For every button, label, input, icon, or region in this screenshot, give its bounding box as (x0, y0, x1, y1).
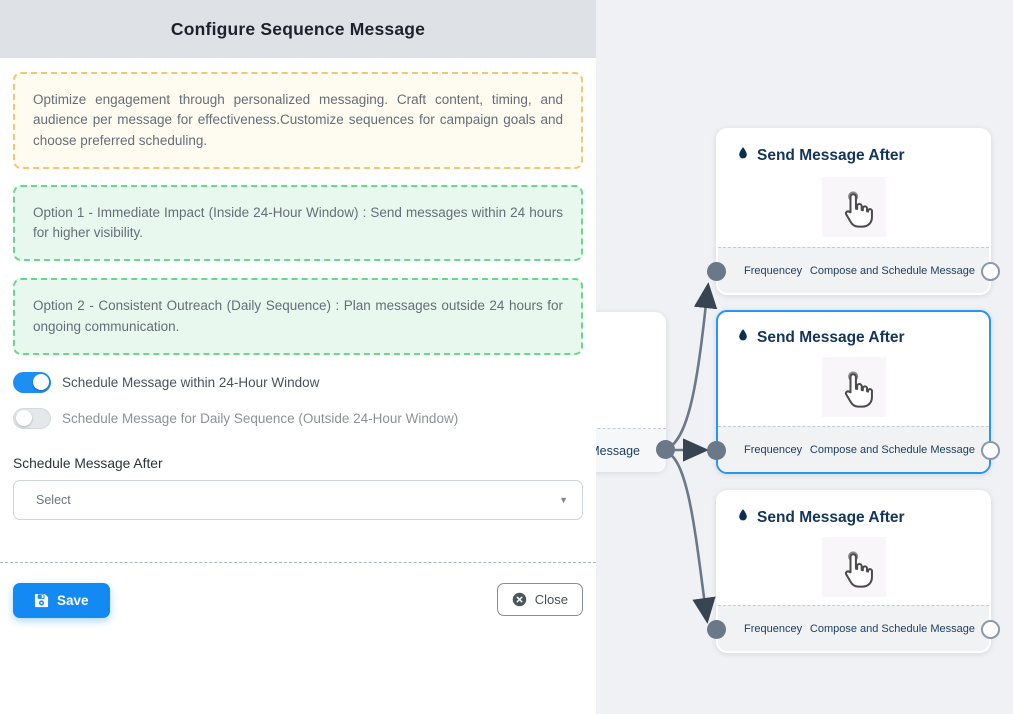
panel-footer: Save Close (0, 563, 596, 618)
node-body (718, 528, 989, 605)
frequency-port-label: Frequencey (744, 622, 803, 635)
compose-port-label: Compose and Schedule Message (809, 443, 975, 456)
frequency-port-label: Frequencey (744, 264, 803, 277)
node-output-port[interactable] (981, 441, 1000, 460)
close-icon (512, 592, 527, 607)
node-title-row: Send Message After (718, 312, 989, 348)
select-placeholder: Select (36, 492, 71, 507)
tap-hand-icon[interactable] (821, 357, 886, 417)
source-node-partial[interactable]: ce Message (596, 312, 675, 472)
close-button-label: Close (534, 591, 568, 607)
tap-hand-icon[interactable] (821, 536, 886, 597)
toggle-within-24hr[interactable] (13, 371, 51, 393)
close-button[interactable]: Close (496, 582, 583, 616)
chevron-down-icon: ▼ (559, 494, 568, 505)
toggle-row-daily: Schedule Message for Daily Sequence (Out… (13, 407, 583, 429)
toggle-knob (16, 410, 32, 427)
node-title-row: Send Message After (718, 492, 989, 528)
divider (0, 561, 596, 563)
panel-body: Optimize engagement through personalized… (0, 58, 596, 520)
source-output-port[interactable] (656, 440, 675, 459)
drop-icon (736, 327, 750, 348)
node-bar: Frequencey Compose and Schedule Message (718, 426, 989, 472)
option-1-note: Option 1 - Immediate Impact (Inside 24-H… (13, 184, 583, 262)
node-bar: Frequencey Compose and Schedule Message (718, 605, 989, 651)
drop-icon (736, 145, 750, 166)
save-icon (34, 593, 49, 608)
send-message-node-2-selected[interactable]: Send Message After Frequencey Compose an… (707, 310, 1000, 474)
node-body (718, 166, 989, 247)
node-title: Send Message After (757, 328, 905, 346)
flow-canvas[interactable]: ce Message Send Message After Frequencey… (596, 0, 1013, 714)
node-input-port[interactable] (707, 441, 726, 460)
node-title: Send Message After (757, 508, 905, 526)
save-button[interactable]: Save (13, 582, 110, 618)
configure-panel: Configure Sequence Message Optimize enga… (0, 0, 596, 618)
schedule-after-label: Schedule Message After (13, 455, 163, 471)
panel-header: Configure Sequence Message (0, 0, 596, 58)
tap-hand-icon[interactable] (821, 176, 886, 237)
info-note: Optimize engagement through personalized… (13, 72, 583, 169)
page-title: Configure Sequence Message (170, 18, 426, 39)
node-input-port[interactable] (707, 262, 726, 281)
node-output-port[interactable] (981, 620, 1000, 639)
node-title-row: Send Message After (718, 130, 989, 166)
toggle-knob (32, 374, 49, 391)
source-port-label: ce Message (596, 443, 640, 458)
source-node-bar: ce Message (596, 428, 666, 472)
send-message-node-1[interactable]: Send Message After Frequencey Compose an… (707, 128, 1000, 295)
toggle-within-24hr-label: Schedule Message within 24-Hour Window (62, 374, 320, 390)
node-body (718, 348, 989, 426)
toggle-daily-sequence[interactable] (13, 407, 51, 429)
send-message-node-3[interactable]: Send Message After Frequencey Compose an… (707, 490, 1000, 653)
toggle-row-24hr: Schedule Message within 24-Hour Window (13, 371, 583, 393)
node-input-port[interactable] (707, 620, 726, 639)
schedule-after-select[interactable]: Select ▼ (13, 479, 583, 520)
compose-port-label: Compose and Schedule Message (809, 622, 975, 635)
node-title: Send Message After (757, 146, 905, 164)
save-button-label: Save (57, 592, 89, 608)
compose-port-label: Compose and Schedule Message (809, 264, 975, 277)
node-bar: Frequencey Compose and Schedule Message (718, 247, 989, 293)
toggle-daily-sequence-label: Schedule Message for Daily Sequence (Out… (62, 410, 459, 426)
drop-icon (736, 507, 750, 528)
option-2-note: Option 2 - Consistent Outreach (Daily Se… (13, 278, 583, 355)
node-output-port[interactable] (981, 262, 1000, 281)
frequency-port-label: Frequencey (744, 443, 803, 456)
